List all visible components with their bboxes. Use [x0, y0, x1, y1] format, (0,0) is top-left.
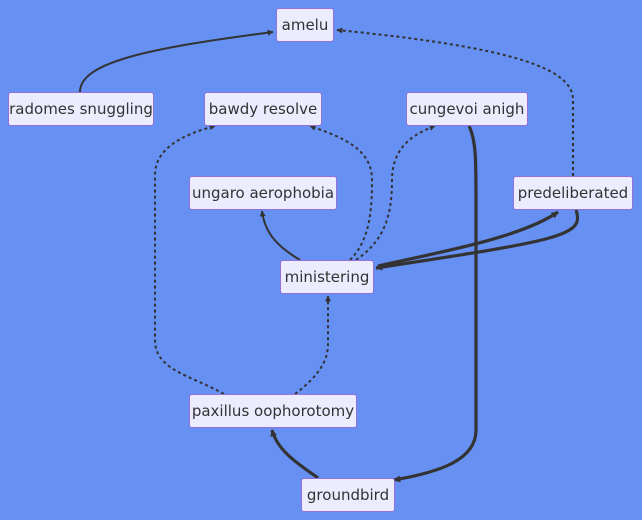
node-amelu[interactable]: amelu	[276, 8, 334, 42]
edge-ministering-to-predeliberated	[377, 210, 559, 268]
node-bawdy-resolve[interactable]: bawdy resolve	[204, 92, 322, 126]
node-ungaro-aerophobia[interactable]: ungaro aerophobia	[189, 176, 337, 210]
node-paxillus-oophorotomy[interactable]: paxillus oophorotomy	[189, 394, 357, 428]
edge-predeliberated-to-amelu	[336, 27, 574, 176]
edge-groundbird-to-paxillus-oophorotomy	[270, 429, 319, 480]
node-radomes-snuggling[interactable]: radomes snuggling	[8, 92, 154, 126]
node-predeliberated[interactable]: predeliberated	[513, 176, 633, 210]
edge-cungevoi-anigh-to-groundbird	[393, 125, 478, 483]
edge-radomes-snuggling-to-amelu	[79, 29, 274, 93]
edge-ministering-to-bawdy-resolve	[309, 124, 374, 261]
node-cungevoi-anigh[interactable]: cungevoi anigh	[406, 92, 528, 126]
edge-ministering-to-cungevoi-anigh	[355, 125, 436, 261]
edge-paxillus-oophorotomy-to-bawdy-resolve	[154, 124, 225, 395]
node-ministering[interactable]: ministering	[280, 260, 374, 294]
edge-predeliberated-to-ministering	[375, 209, 580, 271]
node-groundbird[interactable]: groundbird	[301, 478, 395, 512]
edge-ministering-to-ungaro-aerophobia	[259, 210, 301, 261]
edge-paxillus-oophorotomy-to-ministering	[294, 295, 331, 395]
